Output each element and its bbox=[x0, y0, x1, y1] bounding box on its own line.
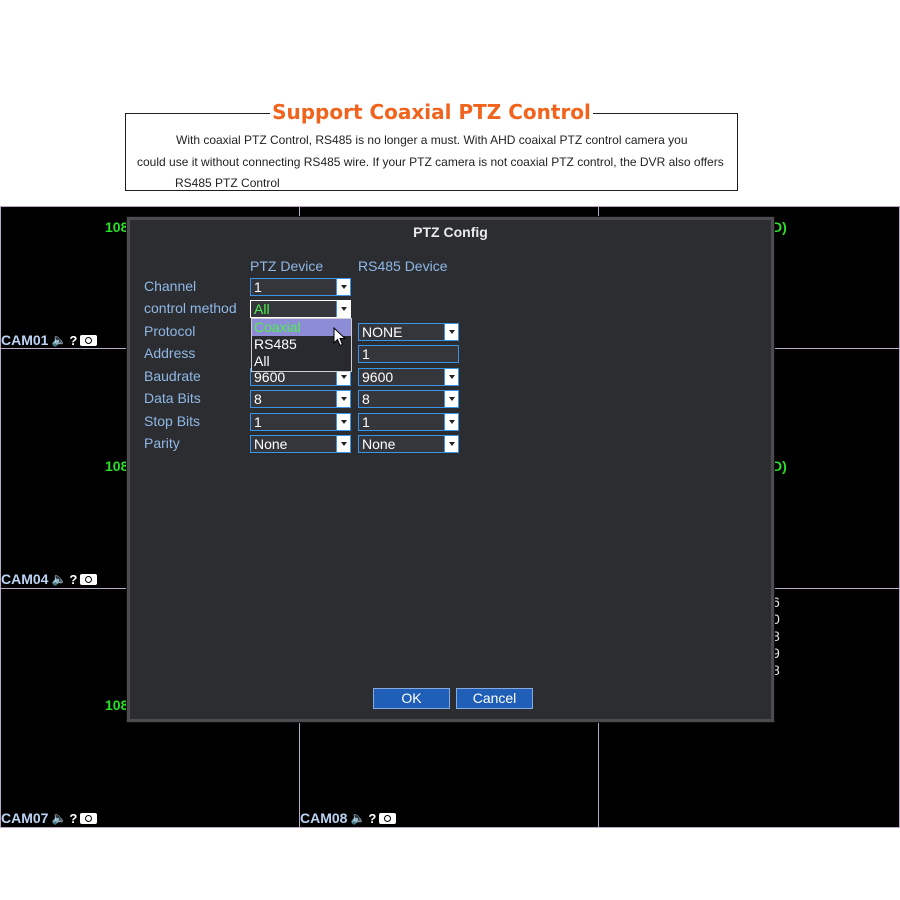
cam04-status[interactable]: CAM04 🔈 ? bbox=[1, 571, 98, 587]
cam01-resolution: 108 bbox=[105, 219, 129, 235]
dropdown-arrow-icon[interactable] bbox=[336, 391, 350, 407]
ptz-baudrate-value: 9600 bbox=[254, 369, 286, 385]
dialog-title: PTZ Config bbox=[413, 224, 488, 240]
baudrate-label: Baudrate bbox=[144, 368, 201, 384]
rs485-stop-bits-value: 1 bbox=[362, 414, 370, 430]
rs485-device-header: RS485 Device bbox=[358, 258, 448, 274]
promo-line-3: RS485 PTZ Control bbox=[175, 176, 280, 190]
cam07-status[interactable]: CAM07 🔈 ? bbox=[1, 810, 98, 826]
dropdown-arrow-icon[interactable] bbox=[444, 414, 458, 430]
speaker-muted-icon: 🔈 bbox=[51, 333, 67, 347]
cam07-label: CAM07 bbox=[1, 810, 49, 826]
dropdown-arrow-icon[interactable] bbox=[444, 436, 458, 452]
protocol-label: Protocol bbox=[144, 323, 196, 339]
cam04-label: CAM04 bbox=[1, 571, 49, 587]
cam04-resolution: 108 bbox=[105, 458, 129, 474]
camera-icon bbox=[80, 334, 98, 346]
cam09-digit: 8 bbox=[772, 662, 780, 678]
promo-description: With coaxial PTZ Control, RS485 is no lo… bbox=[137, 130, 732, 195]
camera-icon bbox=[379, 812, 397, 824]
dropdown-arrow-icon[interactable] bbox=[336, 414, 350, 430]
ptz-data-bits-select[interactable]: 8 bbox=[250, 390, 351, 408]
rs485-stop-bits-select[interactable]: 1 bbox=[358, 413, 459, 431]
camera-icon bbox=[80, 812, 98, 824]
speaker-muted-icon: 🔈 bbox=[51, 572, 67, 586]
rs485-data-bits-value: 8 bbox=[362, 391, 370, 407]
channel-label: Channel bbox=[144, 278, 197, 294]
cam09-digit: 8 bbox=[772, 628, 780, 644]
control-method-value: All bbox=[254, 301, 270, 317]
dropdown-option-rs485[interactable]: RS485 bbox=[254, 336, 297, 352]
speaker-muted-icon: 🔈 bbox=[51, 811, 67, 825]
cam07-resolution: 108 bbox=[105, 697, 129, 713]
cancel-button[interactable]: Cancel bbox=[456, 688, 533, 709]
rs485-address-value: 1 bbox=[362, 346, 370, 362]
rs485-baudrate-value: 9600 bbox=[362, 369, 394, 385]
rs485-baudrate-select[interactable]: 9600 bbox=[358, 368, 459, 386]
cam08-status[interactable]: CAM08 🔈 ? bbox=[300, 810, 397, 826]
rs485-data-bits-select[interactable]: 8 bbox=[358, 390, 459, 408]
mouse-cursor-icon bbox=[333, 327, 347, 347]
rs485-address-input[interactable]: 1 bbox=[358, 345, 459, 363]
promo-box: Support Coaxial PTZ Control With coaxial… bbox=[125, 100, 738, 191]
dropdown-arrow-icon[interactable] bbox=[336, 436, 350, 452]
ptz-channel-select[interactable]: 1 bbox=[250, 278, 351, 296]
cam01-status[interactable]: CAM01 🔈 ? bbox=[1, 332, 98, 348]
dropdown-arrow-icon[interactable] bbox=[336, 301, 350, 317]
data-bits-label: Data Bits bbox=[144, 390, 201, 406]
cam03-resolution: D) bbox=[772, 219, 787, 235]
question-icon: ? bbox=[69, 571, 78, 587]
promo-line-1: With coaxial PTZ Control, RS485 is no lo… bbox=[176, 133, 688, 147]
control-method-select[interactable]: All bbox=[250, 300, 351, 318]
rs485-parity-value: None bbox=[362, 436, 396, 452]
cam09-digit: 9 bbox=[772, 645, 780, 661]
rs485-protocol-value: NONE bbox=[362, 324, 403, 340]
address-label: Address bbox=[144, 345, 196, 361]
dropdown-arrow-icon[interactable] bbox=[336, 369, 350, 385]
dropdown-option-all[interactable]: All bbox=[254, 353, 270, 369]
ptz-channel-value: 1 bbox=[254, 279, 262, 295]
promo-title-wrap: Support Coaxial PTZ Control bbox=[126, 100, 737, 124]
cam09-digit: 0 bbox=[772, 611, 780, 627]
dropdown-arrow-icon[interactable] bbox=[444, 391, 458, 407]
cam06-resolution: D) bbox=[772, 458, 787, 474]
dropdown-arrow-icon[interactable] bbox=[444, 324, 458, 340]
cam01-label: CAM01 bbox=[1, 332, 49, 348]
control-method-dropdown-list: Coaxial RS485 All bbox=[251, 318, 352, 372]
ptz-device-header: PTZ Device bbox=[250, 258, 324, 274]
promo-line-2: could use it without connecting RS485 wi… bbox=[137, 154, 724, 169]
ptz-stop-bits-select[interactable]: 1 bbox=[250, 413, 351, 431]
dropdown-arrow-icon[interactable] bbox=[336, 279, 350, 295]
promo-title: Support Coaxial PTZ Control bbox=[270, 100, 593, 124]
control-method-label: control method bbox=[144, 300, 237, 316]
question-icon: ? bbox=[368, 810, 377, 826]
speaker-muted-icon: 🔈 bbox=[350, 811, 366, 825]
stop-bits-label: Stop Bits bbox=[144, 413, 201, 429]
ptz-parity-value: None bbox=[254, 436, 288, 452]
ptz-data-bits-value: 8 bbox=[254, 391, 262, 407]
rs485-parity-select[interactable]: None bbox=[358, 435, 459, 453]
dropdown-arrow-icon[interactable] bbox=[444, 369, 458, 385]
question-icon: ? bbox=[69, 332, 78, 348]
cam09-digit: 6 bbox=[772, 594, 780, 610]
rs485-protocol-select[interactable]: NONE bbox=[358, 323, 459, 341]
ok-button[interactable]: OK bbox=[373, 688, 450, 709]
dropdown-option-coaxial[interactable]: Coaxial bbox=[252, 319, 351, 336]
ptz-config-dialog: PTZ Config PTZ Device RS485 Device Chann… bbox=[127, 217, 774, 722]
cam08-label: CAM08 bbox=[300, 810, 348, 826]
camera-icon bbox=[80, 573, 98, 585]
question-icon: ? bbox=[69, 810, 78, 826]
parity-label: Parity bbox=[144, 435, 180, 451]
ptz-parity-select[interactable]: None bbox=[250, 435, 351, 453]
ptz-stop-bits-value: 1 bbox=[254, 414, 262, 430]
